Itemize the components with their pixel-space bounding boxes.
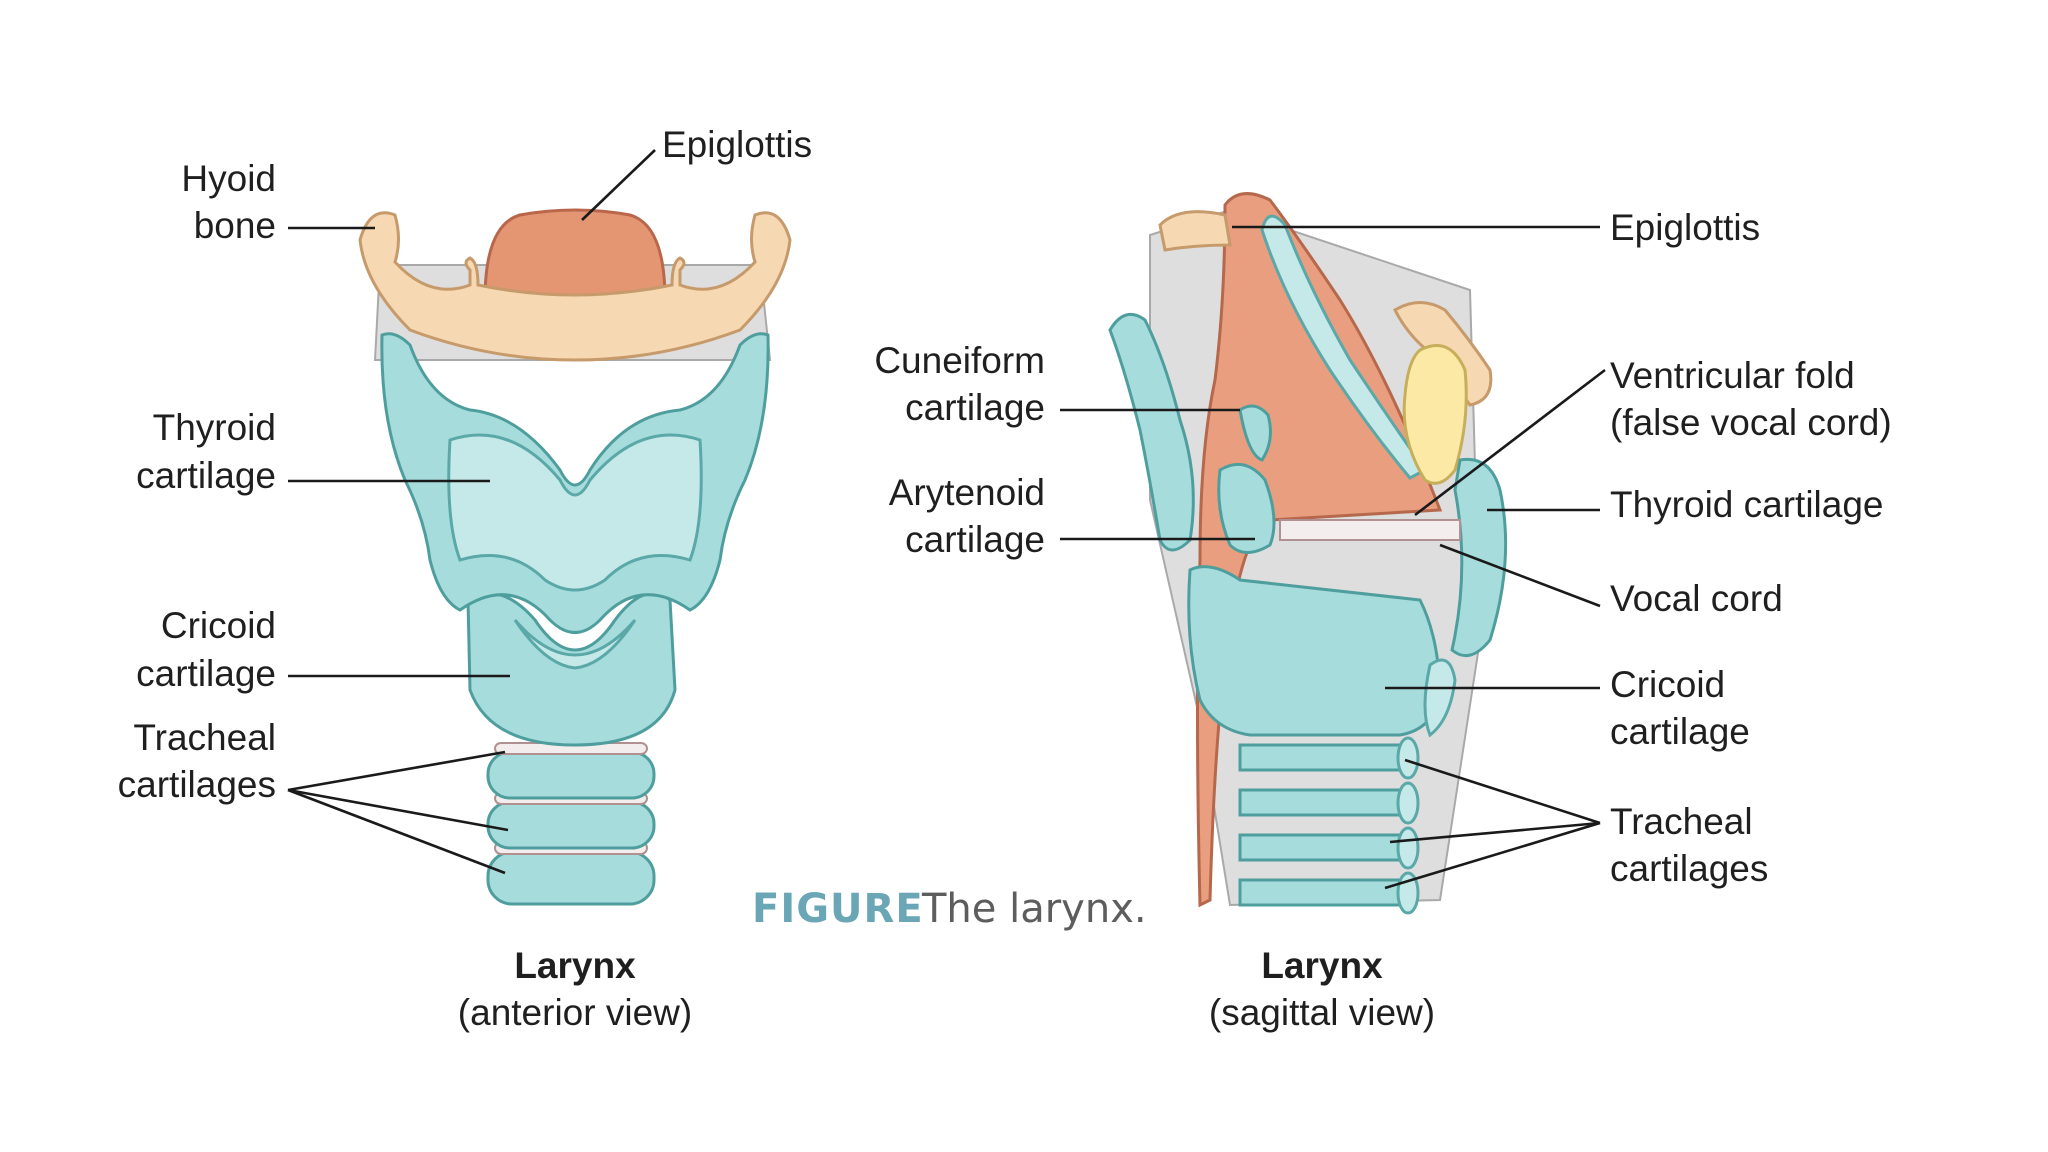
sagittal-caption-subtitle: (sagittal view) — [1209, 992, 1435, 1033]
sagittal-leader-lines — [1060, 225, 1606, 890]
label-cuneiform-cartilage-line2: cartilage — [905, 387, 1045, 428]
sagittal-labels: Epiglottis Cuneiform cartilage Arytenoid… — [874, 207, 1891, 889]
sagittal-thyroid-cartilage — [1450, 457, 1508, 658]
label-cuneiform-cartilage-line1: Cuneiform — [874, 340, 1045, 381]
label-thyroid-cartilage-line2: cartilage — [136, 455, 276, 496]
sagittal-mucosa — [1196, 192, 1443, 908]
anterior-labels: Epiglottis Hyoid bone Thyroid cartilage … — [118, 124, 813, 805]
label-arytenoid-cartilage-line1: Arytenoid — [889, 472, 1045, 513]
sagittal-epiglottis — [1260, 214, 1428, 480]
label-cricoid-cartilage-line1: Cricoid — [161, 605, 276, 646]
anterior-larynx-illustration — [358, 208, 792, 906]
sagittal-hyoid-bone — [1158, 210, 1232, 252]
label-epiglottis-sagittal: Epiglottis — [1610, 207, 1760, 248]
label-cricoid-cartilage-sagittal-line1: Cricoid — [1610, 664, 1725, 705]
anterior-hyoid-bone — [358, 211, 792, 362]
label-arytenoid-cartilage-line2: cartilage — [905, 519, 1045, 560]
label-cricoid-cartilage-sagittal-line2: cartilage — [1610, 711, 1750, 752]
anterior-tracheal-rings — [486, 742, 656, 906]
label-ventricular-fold-line2: (false vocal cord) — [1610, 402, 1892, 443]
label-vocal-cord: Vocal cord — [1610, 578, 1783, 619]
sagittal-ventricular-fold — [1402, 344, 1468, 485]
sagittal-tracheal-rings — [1238, 736, 1420, 915]
label-cricoid-cartilage-line2: cartilage — [136, 653, 276, 694]
label-tracheal-cartilages-sagittal-line1: Tracheal — [1610, 801, 1753, 842]
sagittal-larynx-illustration — [1108, 192, 1508, 915]
anterior-thyroid-cartilage — [380, 332, 770, 634]
label-thyroid-cartilage-line1: Thyroid — [153, 407, 276, 448]
label-tracheal-cartilages-line1: Tracheal — [133, 717, 276, 758]
sagittal-vocal-cord — [1279, 519, 1461, 541]
anterior-caption-title: Larynx — [514, 945, 636, 986]
anterior-leader-lines — [287, 149, 656, 875]
sagittal-arytenoid-cartilage — [1217, 462, 1276, 554]
sagittal-cricoid-cartilage — [1187, 565, 1442, 737]
label-hyoid-bone-line1: Hyoid — [181, 158, 276, 199]
anterior-caption-subtitle: (anterior view) — [458, 992, 692, 1033]
label-tracheal-cartilages-line2: cartilages — [118, 764, 276, 805]
figure-caption: The larynx. — [921, 886, 1147, 932]
label-thyroid-cartilage-sagittal: Thyroid cartilage — [1610, 484, 1884, 525]
sagittal-cuneiform-cartilage — [1238, 404, 1272, 462]
label-ventricular-fold-line1: Ventricular fold — [1610, 355, 1855, 396]
figure-label: FIGURE — [752, 886, 924, 932]
label-hyoid-bone-line2: bone — [194, 205, 276, 246]
label-tracheal-cartilages-sagittal-line2: cartilages — [1610, 848, 1768, 889]
label-epiglottis-anterior: Epiglottis — [662, 124, 812, 165]
sagittal-caption-title: Larynx — [1261, 945, 1383, 986]
